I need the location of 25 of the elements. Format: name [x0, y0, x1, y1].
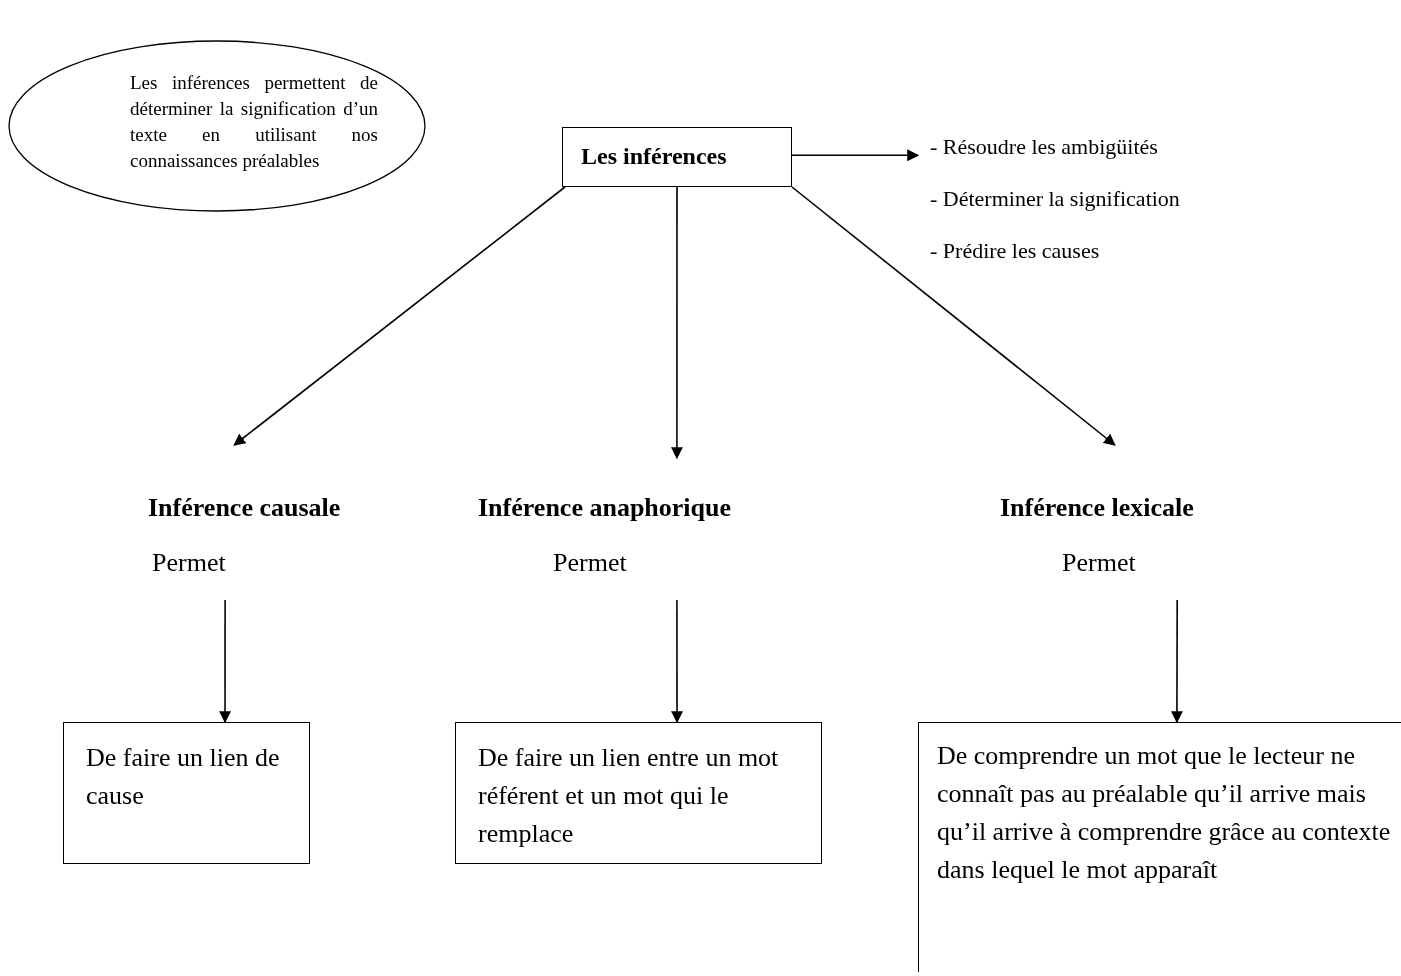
arrow: [791, 186, 1116, 446]
process-box: [562, 127, 792, 187]
arrow: [219, 599, 232, 724]
category-text: Inférence lexicale: [1000, 493, 1194, 523]
node-text: De faire un lien entre un mot référent et un mot qui le remplace: [478, 742, 780, 850]
arrow: [670, 186, 683, 460]
label-text: Permet: [1062, 548, 1136, 578]
category-text: Inférence anaphorique: [478, 493, 732, 523]
bullet-item: - Résoudre les ambigüités: [930, 134, 1158, 160]
result-box: [63, 722, 310, 864]
node-text: De comprendre un mot que le lecteur ne connaît pas au préalable qu’il arrive mais qu’il arrive à comprendre grâce au contexte dans lequel le mot apparaît: [937, 740, 1392, 886]
node-text: Les inférences permettent de déterminer la signification d’un texte en utilisant nos connaissances préalables: [130, 71, 378, 173]
label-text: Permet: [152, 548, 226, 578]
label-text: Permet: [553, 548, 627, 578]
arrow: [1170, 599, 1183, 724]
bullet-item: - Prédire les causes: [930, 238, 1100, 264]
arrow: [671, 599, 683, 724]
arrow: [233, 186, 566, 446]
node-text: Les inférences: [581, 142, 727, 171]
bullet-item: - Déterminer la signification: [930, 186, 1180, 212]
category-text: Inférence causale: [148, 493, 341, 523]
result-box: [455, 722, 822, 864]
node-text: De faire un lien de cause: [86, 742, 281, 812]
result-box: [918, 722, 1401, 972]
arrow: [791, 149, 920, 162]
